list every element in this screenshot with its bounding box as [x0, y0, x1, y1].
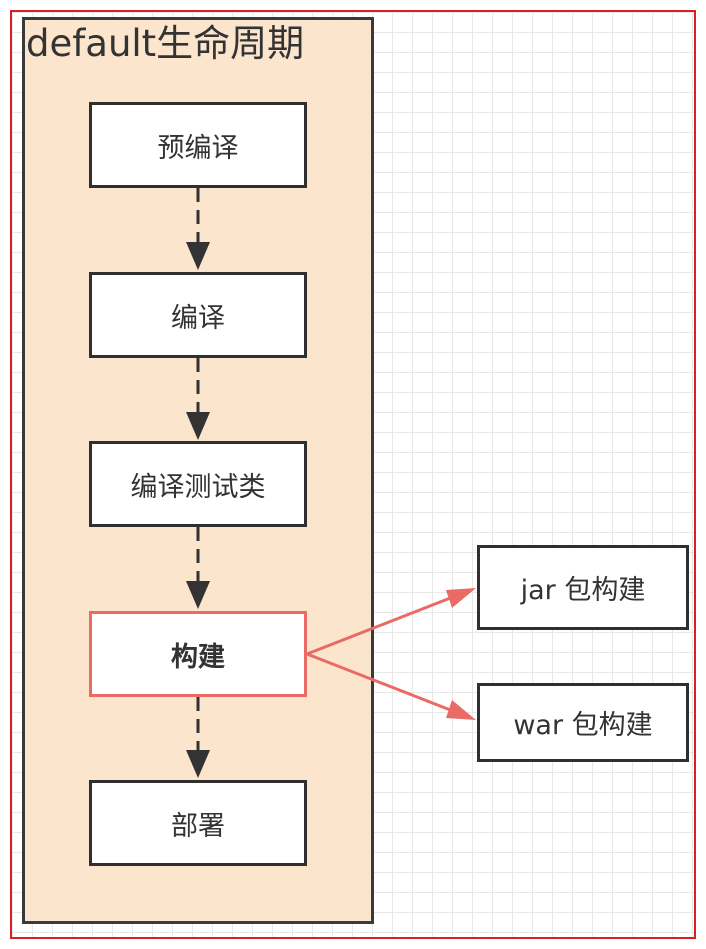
stage-compile[interactable]: 编译 — [89, 272, 307, 358]
stage-deploy[interactable]: 部署 — [89, 780, 307, 866]
output-war-build[interactable]: war 包构建 — [477, 683, 689, 762]
output-jar-build[interactable]: jar 包构建 — [477, 545, 689, 630]
stage-build[interactable]: 构建 — [89, 611, 307, 697]
stage-precompile[interactable]: 预编译 — [89, 102, 307, 188]
lane-title: default生命周期 — [26, 22, 305, 65]
stage-compile-tests[interactable]: 编译测试类 — [89, 441, 307, 527]
